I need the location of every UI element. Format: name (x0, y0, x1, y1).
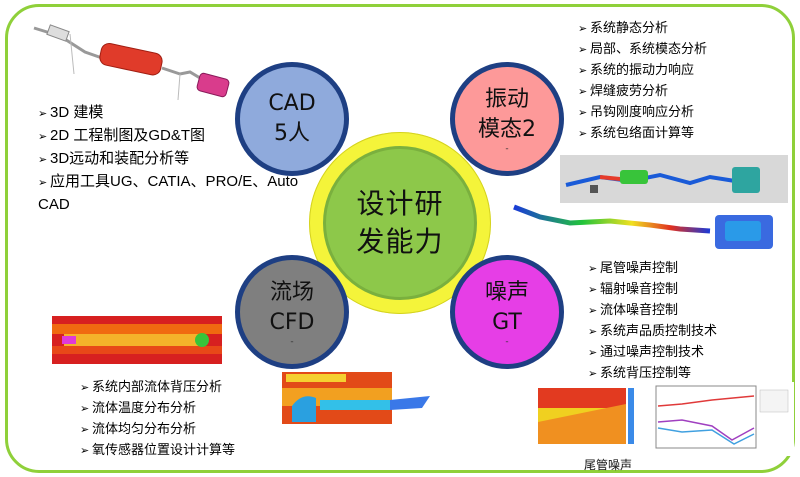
list-item: ➢系统包络面计算等 (578, 123, 707, 144)
cad-staff-count: 5人 (274, 121, 310, 146)
cad-title: CAD (268, 91, 316, 116)
bullet-arrow-icon: ➢ (80, 381, 90, 394)
bullet-arrow-icon: ➢ (578, 106, 588, 119)
bullet-arrow-icon: ➢ (578, 43, 588, 56)
list-item: ➢系统内部流体背压分析 (80, 377, 235, 398)
bullet-arrow-icon: ➢ (38, 131, 48, 143)
cad-circle: CAD 5人 (235, 62, 349, 176)
bullet-arrow-icon: ➢ (80, 402, 90, 415)
flow-subtitle: CFD (269, 310, 315, 335)
bullet-arrow-icon: ➢ (588, 262, 598, 275)
list-item: ➢通过噪声控制技术 (588, 342, 717, 363)
list-item: ➢应用工具UG、CATIA、PRO/E、Auto CAD (38, 173, 299, 213)
list-item: ➢局部、系统模态分析 (578, 39, 707, 60)
bullet-arrow-icon: ➢ (578, 64, 588, 77)
bullet-arrow-icon: ➢ (38, 177, 48, 189)
bullet-arrow-icon: ➢ (578, 85, 588, 98)
cfd-contour-image (52, 316, 222, 364)
flow-title: 流场 (269, 280, 314, 305)
list-item: ➢系统的振动力响应 (578, 60, 707, 81)
list-item: ➢焊缝疲劳分析 (578, 81, 707, 102)
exhaust-cad-model-image (33, 24, 230, 101)
list-item: ➢系统静态分析 (578, 18, 707, 39)
bullet-arrow-icon: ➢ (588, 346, 598, 359)
vibration-circle: 振动 模态2 - (450, 62, 564, 176)
cad-capability-list: ➢3D 建模 ➢2D 工程制图及GD&T图 ➢3D远动和装配分析等 ➢应用工具U… (38, 102, 308, 216)
vibration-mode-image-bottom (513, 204, 773, 249)
list-item: ➢系统背压控制等 (588, 363, 717, 384)
bullet-arrow-icon: ➢ (80, 444, 90, 457)
center-title-line1: 设计研 (356, 187, 444, 220)
vibration-mode-image-top (560, 155, 788, 203)
noise-title: 噪声 (484, 280, 529, 305)
vibration-subtitle: 模态2 (478, 117, 536, 142)
list-item: ➢辐射噪音控制 (588, 279, 717, 300)
list-item: ➢系统声品质控制技术 (588, 321, 717, 342)
bullet-arrow-icon: ➢ (588, 367, 598, 380)
list-item: ➢氧传感器位置设计计算等 (80, 440, 235, 461)
bullet-arrow-icon: ➢ (578, 127, 588, 140)
flow-capability-list: ➢系统内部流体背压分析 ➢流体温度分布分析 ➢流体均匀分布分析 ➢氧传感器位置设… (80, 377, 235, 461)
center-circle: 设计研 发能力 (323, 146, 477, 300)
list-item: ➢3D 建模 (38, 102, 308, 125)
bullet-arrow-icon: ➢ (588, 325, 598, 338)
list-item: ➢吊钩刚度响应分析 (578, 102, 707, 123)
bullet-arrow-icon: ➢ (588, 283, 598, 296)
bullet-arrow-icon: ➢ (578, 22, 588, 35)
noise-capability-list: ➢尾管噪声控制 ➢辐射噪音控制 ➢流体噪音控制 ➢系统声品质控制技术 ➢通过噪声… (588, 258, 717, 384)
noise-subtitle: GT (492, 310, 522, 335)
bullet-arrow-icon: ➢ (38, 154, 48, 166)
bullet-arrow-icon: ➢ (588, 304, 598, 317)
noise-chart-caption: 尾管噪声 (584, 458, 633, 472)
flow-circle: 流场 CFD - (235, 255, 349, 369)
bullet-arrow-icon: ➢ (38, 108, 48, 120)
noise-circle: 噪声 GT - (450, 255, 564, 369)
vibration-dot: - (505, 144, 509, 154)
list-item: ➢2D 工程制图及GD&T图 (38, 125, 308, 148)
cfd-temperature-image (282, 372, 430, 424)
list-item: ➢尾管噪声控制 (588, 258, 717, 279)
center-title-line2: 发能力 (356, 225, 444, 258)
tailpipe-noise-chart-image (512, 382, 794, 456)
flow-dot: - (290, 337, 294, 347)
bullet-arrow-icon: ➢ (80, 423, 90, 436)
list-item: ➢3D远动和装配分析等 (38, 148, 308, 171)
list-item: ➢流体温度分布分析 (80, 398, 235, 419)
list-item: ➢流体噪音控制 (588, 300, 717, 321)
list-item: ➢流体均匀分布分析 (80, 419, 235, 440)
vibration-title: 振动 (484, 87, 529, 112)
noise-dot: - (505, 337, 509, 347)
vibration-capability-list: ➢系统静态分析 ➢局部、系统模态分析 ➢系统的振动力响应 ➢焊缝疲劳分析 ➢吊钩… (578, 18, 707, 144)
